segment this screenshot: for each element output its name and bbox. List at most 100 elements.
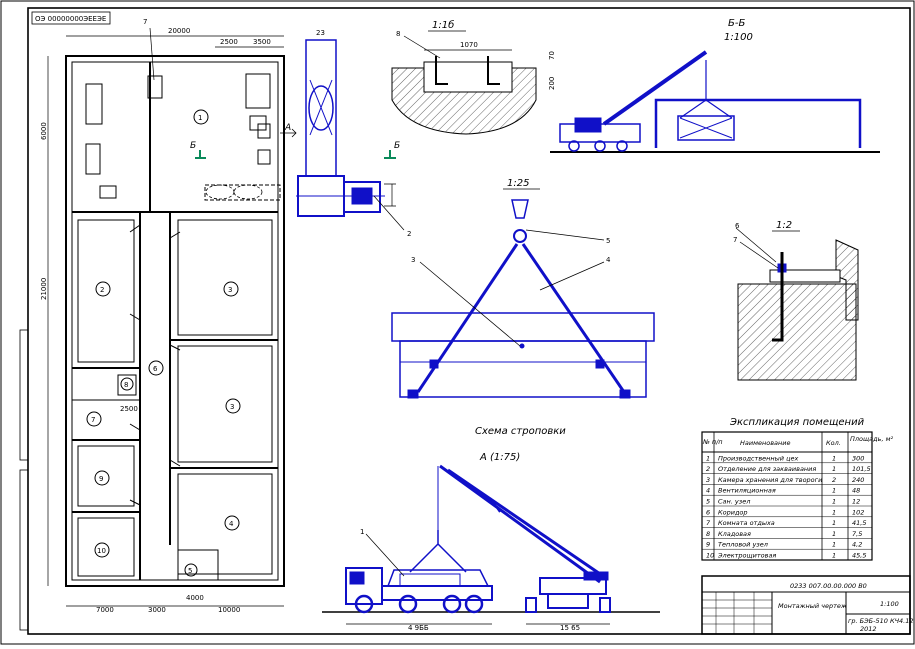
legend-cell: 102 bbox=[852, 508, 864, 516]
install-ghost-1 bbox=[205, 184, 235, 200]
legend-cell: 101,5 bbox=[852, 465, 871, 473]
crane-width-dim bbox=[384, 183, 396, 207]
truck-wheel-2 bbox=[398, 594, 418, 614]
callout-5: 5 bbox=[606, 237, 610, 245]
node-11-plate bbox=[423, 61, 513, 93]
truck-wheel-3 bbox=[442, 594, 462, 614]
legend-cell: 240 bbox=[852, 476, 864, 484]
view-a-crane-base bbox=[547, 593, 589, 609]
left-side-stamp bbox=[19, 329, 29, 461]
legend-cell: 1 bbox=[832, 552, 836, 560]
legend-cell: 1 bbox=[832, 541, 836, 549]
legend-cell: Производственный цех bbox=[718, 454, 799, 462]
legend-cell: Кладовая bbox=[718, 530, 751, 538]
crane-base-dim: 15 65 bbox=[560, 624, 580, 632]
sling-left bbox=[416, 243, 519, 393]
install-ghost-2 bbox=[233, 184, 263, 200]
title-drawing-name: Монтажный чертеж bbox=[778, 602, 847, 610]
crane-brace-2 bbox=[309, 79, 333, 136]
legend-cell: 45,5 bbox=[852, 552, 866, 560]
truck-window bbox=[349, 571, 365, 585]
equip-i bbox=[117, 374, 137, 396]
callout-2: 2 bbox=[407, 230, 411, 238]
room-number: 6 bbox=[153, 365, 158, 373]
legend-cell: Электрощитовая bbox=[717, 552, 776, 560]
view-a-boom bbox=[439, 464, 607, 584]
room-number: 4 bbox=[229, 520, 234, 528]
title-designation: 0233 007.00.00.000 В0 bbox=[790, 582, 867, 590]
node-11-width: 1070 bbox=[460, 41, 478, 49]
legend-cell: 1 bbox=[832, 498, 836, 506]
section-bb: Б-Б 1:100 bbox=[550, 18, 880, 153]
install-path bbox=[204, 184, 281, 201]
truck-dim: 4 9ББ bbox=[408, 624, 429, 632]
legend-cell: 7,5 bbox=[852, 530, 862, 538]
room-marker bbox=[193, 109, 209, 125]
room-marker bbox=[94, 470, 110, 486]
bb-crane-cab bbox=[574, 117, 602, 133]
bb-building bbox=[654, 98, 862, 148]
rigging-scheme-caption: Схема строповки bbox=[475, 426, 566, 437]
truck-wheel-4 bbox=[464, 594, 484, 614]
left-side-stamp-2 bbox=[19, 469, 29, 631]
leader-4 bbox=[539, 261, 605, 291]
room-number: 3 bbox=[228, 286, 232, 294]
rigged-tank-top bbox=[391, 312, 655, 342]
view-a-arrow bbox=[280, 128, 297, 138]
title-block-frame bbox=[701, 575, 911, 635]
legend-cell: 5 bbox=[706, 498, 710, 506]
lug-2 bbox=[595, 359, 605, 369]
node-11-side: 70 bbox=[548, 51, 556, 60]
legend-table: Экспликация помещений № п/п Наименование… bbox=[701, 417, 893, 561]
leader-6 bbox=[735, 227, 777, 263]
room-10 bbox=[77, 517, 135, 577]
legend-header: № п/п bbox=[702, 438, 723, 446]
legend-cell: Тепловой узел bbox=[718, 541, 768, 549]
node-11-title: 1:1б bbox=[432, 19, 454, 31]
legend-cell: Отделение для закваивания bbox=[718, 465, 816, 473]
legend-cell: 1 bbox=[832, 454, 836, 462]
legend-header: Наименование bbox=[740, 439, 791, 447]
leader-2 bbox=[373, 195, 405, 231]
room-number: 8 bbox=[124, 381, 128, 389]
equip-g bbox=[257, 149, 271, 165]
node-12-plate bbox=[769, 269, 841, 283]
legend-cell: 1 bbox=[706, 454, 710, 462]
legend-cell: 48 bbox=[852, 487, 860, 495]
cut-marker-right: Б bbox=[394, 141, 400, 151]
doors bbox=[129, 224, 181, 506]
node-anchor-detail: 1:1б 1070 200 70 8 bbox=[391, 19, 556, 135]
room-marker bbox=[94, 542, 110, 558]
node-125-title: 1:25 bbox=[507, 178, 529, 189]
equip-d bbox=[245, 73, 271, 109]
truck-frame bbox=[381, 585, 493, 601]
bb-equipment bbox=[677, 115, 735, 141]
sling-right bbox=[521, 243, 626, 393]
room-marker bbox=[223, 281, 239, 297]
leader-8 bbox=[403, 35, 441, 59]
truck-wheel-1 bbox=[354, 594, 374, 614]
node-11-height: 200 bbox=[548, 77, 556, 90]
legend-cell: 6 bbox=[706, 508, 710, 516]
legend-cell: 10 bbox=[706, 552, 714, 560]
legend-cell: 4 bbox=[706, 487, 710, 495]
leader-7 bbox=[739, 241, 779, 269]
room-4 bbox=[177, 473, 273, 575]
callout-7: 7 bbox=[733, 236, 737, 244]
legend-cell: Вентиляционная bbox=[718, 487, 776, 495]
code-stamp-box bbox=[31, 11, 111, 25]
cut-markers: Б Б А bbox=[190, 123, 400, 159]
legend-cell: 4,2 bbox=[852, 541, 862, 549]
legend-cell: Комната отдыха bbox=[718, 519, 775, 527]
leader-3 bbox=[419, 261, 521, 347]
legend-cell: 2 bbox=[706, 465, 710, 473]
view-a-scene: 4 9ББ 15 65 1 bbox=[322, 464, 660, 632]
legend-cell: 1 bbox=[832, 530, 836, 538]
legend-cell: 300 bbox=[852, 454, 864, 462]
rigged-tank-body bbox=[399, 340, 647, 398]
leader-5 bbox=[525, 229, 605, 241]
equip-f bbox=[257, 123, 271, 139]
room-number: 9 bbox=[99, 475, 103, 483]
